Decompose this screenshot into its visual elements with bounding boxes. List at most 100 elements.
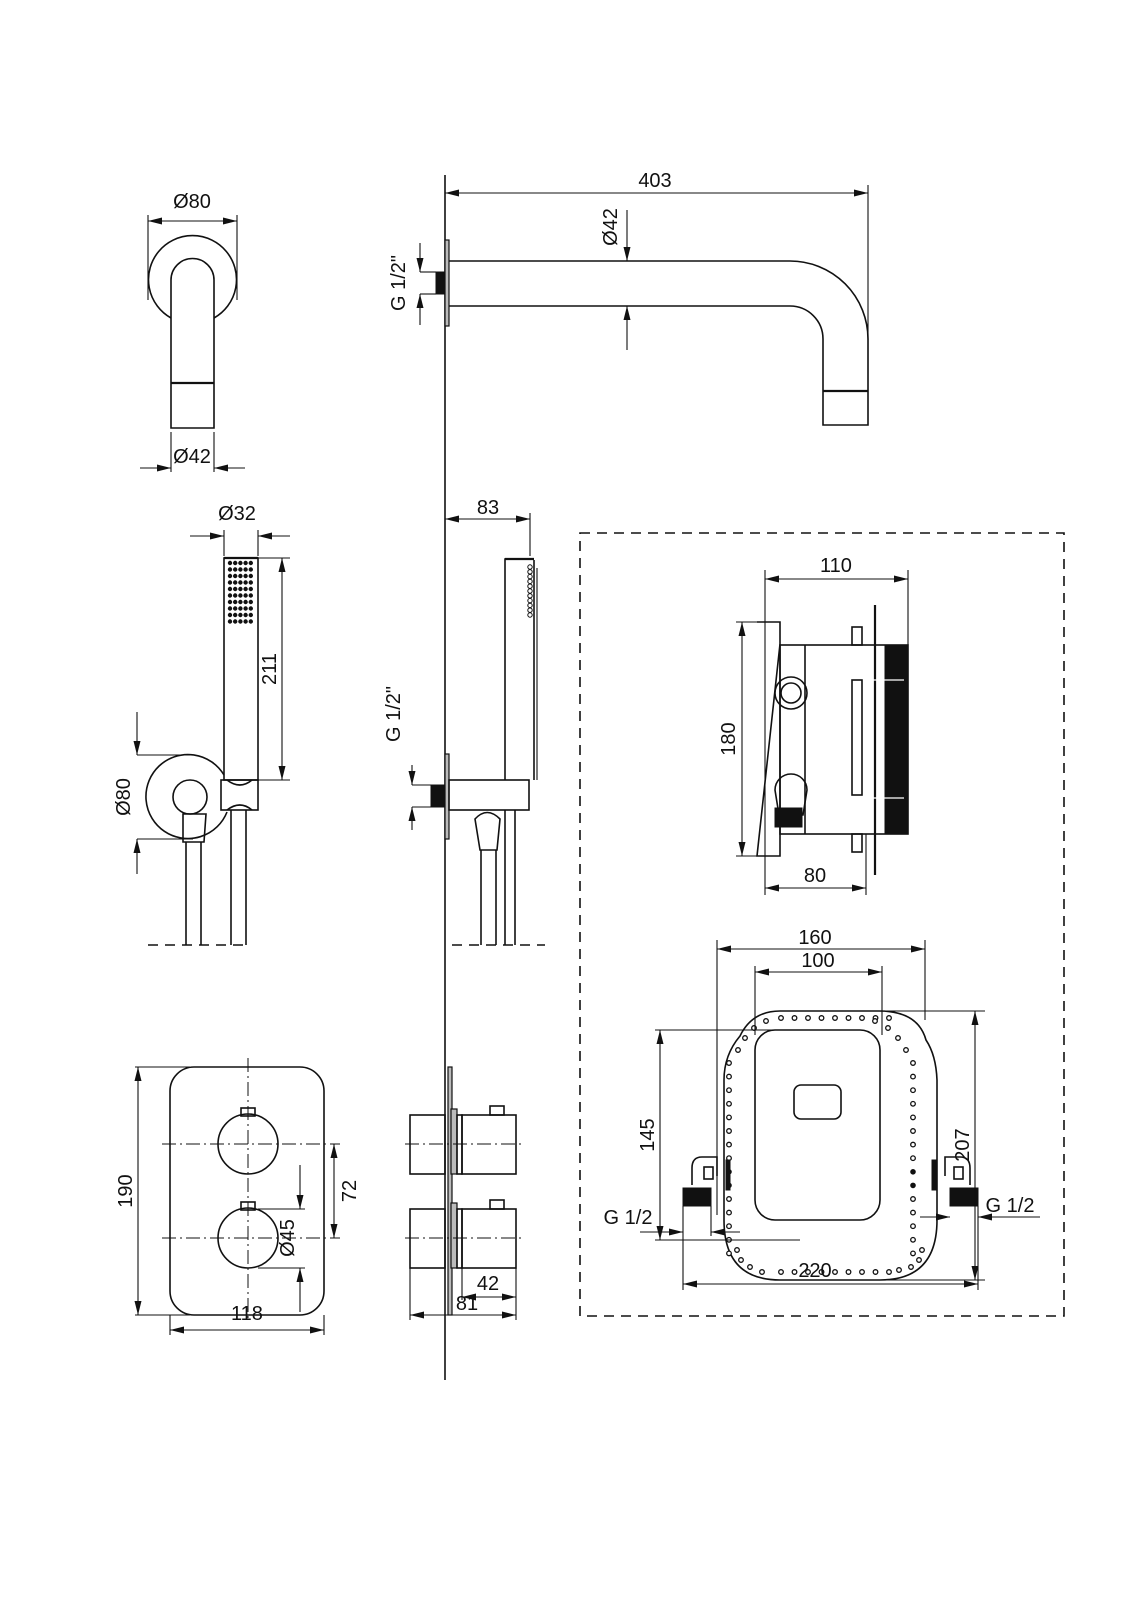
upper-knob-marker-side bbox=[489, 1105, 505, 1116]
spout-front-view: Ø80 Ø42 bbox=[140, 191, 245, 472]
dim-inner-height: 145 bbox=[637, 1118, 659, 1151]
nozzle-dot bbox=[248, 586, 253, 592]
nozzle-dot bbox=[243, 586, 248, 592]
body-port-lower bbox=[774, 773, 808, 816]
nozzle-dot bbox=[527, 607, 533, 613]
dim-spout-pipe-diameter: Ø42 bbox=[600, 208, 622, 246]
nozzle-dot bbox=[227, 599, 233, 605]
nozzle-dot bbox=[527, 573, 533, 580]
body-tab bbox=[851, 833, 863, 853]
body-port-fitting bbox=[774, 807, 803, 828]
frame-hole bbox=[910, 1087, 916, 1094]
nozzle-dot bbox=[243, 593, 248, 598]
frame-hole bbox=[726, 1196, 732, 1202]
frame-hole bbox=[886, 1269, 892, 1275]
mixer-side-view: 42 81 bbox=[405, 1066, 524, 1320]
frame-hole bbox=[910, 1141, 916, 1148]
frame-hole bbox=[818, 1015, 825, 1021]
frame-hole bbox=[859, 1015, 865, 1021]
dim-body-width: 110 bbox=[820, 555, 852, 577]
frame-hole bbox=[859, 1269, 865, 1275]
nozzle-dot bbox=[227, 580, 233, 585]
frame-hole bbox=[872, 1018, 878, 1024]
dim-left-inlet: G 1/2 bbox=[604, 1207, 653, 1229]
frame-hole bbox=[910, 1182, 916, 1189]
frame-hole bbox=[845, 1015, 852, 1021]
frame-hole bbox=[759, 1269, 765, 1275]
knob-spacer bbox=[450, 1202, 458, 1269]
body-side-view: 110 180 80 bbox=[718, 555, 909, 895]
frame-hole bbox=[726, 1060, 732, 1066]
dim-knob-diameter: Ø45 bbox=[277, 1219, 299, 1257]
frame-hole bbox=[910, 1250, 916, 1257]
nozzle-dot bbox=[238, 573, 243, 579]
dim-spout-flange-diameter: Ø80 bbox=[173, 191, 211, 213]
outlet-holder-block bbox=[448, 779, 530, 811]
nozzle-dot bbox=[227, 573, 233, 579]
frame-hole bbox=[919, 1247, 925, 1253]
frame-hole bbox=[903, 1047, 909, 1053]
mixer-front-view: 190 118 72 Ø45 bbox=[115, 1058, 361, 1335]
nozzle-dot bbox=[233, 586, 238, 592]
frame-hole bbox=[872, 1269, 879, 1275]
dim-mixer-height: 190 bbox=[115, 1174, 137, 1207]
knob-spacer bbox=[450, 1108, 458, 1175]
nozzle-dot bbox=[238, 599, 243, 605]
body-inner-cover bbox=[754, 1029, 881, 1221]
frame-hole bbox=[886, 1015, 892, 1021]
side-nozzle-column bbox=[527, 564, 533, 618]
left-bracket bbox=[691, 1156, 718, 1185]
dim-total-depth: 81 bbox=[456, 1293, 478, 1315]
frame-hole bbox=[726, 1100, 732, 1107]
nozzle-dot bbox=[527, 612, 533, 618]
body-port-nut bbox=[780, 682, 802, 704]
frame-hole bbox=[735, 1047, 741, 1053]
nozzle-dot bbox=[227, 567, 233, 572]
hose-nut bbox=[474, 811, 501, 851]
hand-shower-side-view: 83 G 1/2" bbox=[383, 497, 545, 946]
frame-hole bbox=[726, 1114, 732, 1121]
outlet-connector bbox=[430, 784, 446, 808]
holder-notch bbox=[226, 779, 253, 786]
hand-shower-handle bbox=[223, 557, 259, 781]
nozzle-dot bbox=[248, 619, 253, 624]
frame-hole bbox=[910, 1169, 916, 1175]
right-inlet-fitting bbox=[949, 1187, 979, 1207]
frame-hole bbox=[726, 1073, 732, 1080]
dim-spout-outlet-diameter: Ø42 bbox=[173, 446, 211, 468]
mixer-side-plate bbox=[447, 1066, 453, 1316]
frame-side-tab bbox=[931, 1159, 937, 1191]
nozzle-dot bbox=[527, 593, 533, 599]
nozzle-dot bbox=[233, 567, 238, 572]
dim-inlet-spacing: 220 bbox=[798, 1260, 831, 1282]
nozzle-dot bbox=[233, 580, 238, 585]
shower-holder bbox=[220, 779, 259, 811]
nozzle-dot bbox=[233, 612, 238, 618]
dim-mixer-width: 118 bbox=[231, 1303, 263, 1325]
frame-hole bbox=[832, 1015, 838, 1021]
nozzle-dot bbox=[243, 560, 248, 566]
nozzle-dot bbox=[527, 578, 533, 585]
nozzle-dot bbox=[243, 619, 248, 624]
mixer-plate bbox=[169, 1066, 325, 1316]
frame-hole bbox=[896, 1267, 902, 1273]
dim-spout-projection: 403 bbox=[638, 170, 671, 192]
nozzle-dot bbox=[233, 573, 238, 579]
nozzle-dot bbox=[248, 599, 253, 605]
dim-right-inlet: G 1/2 bbox=[986, 1195, 1035, 1217]
nozzle-dot bbox=[227, 560, 233, 566]
nozzle-dot bbox=[248, 612, 253, 618]
nozzle-dot bbox=[233, 606, 238, 611]
nozzle-dot bbox=[248, 580, 253, 585]
frame-hole bbox=[742, 1035, 748, 1041]
frame-hole bbox=[763, 1018, 769, 1024]
nozzle-dot bbox=[243, 580, 248, 585]
dim-outer-width: 160 bbox=[798, 927, 831, 949]
right-bracket bbox=[944, 1156, 971, 1185]
nozzle-dot bbox=[227, 606, 233, 611]
dim-outer-height: 207 bbox=[952, 1128, 974, 1161]
nozzle-dot bbox=[238, 586, 243, 592]
frame-hole bbox=[818, 1269, 825, 1275]
frame-hole bbox=[910, 1196, 916, 1202]
nozzle-dot bbox=[233, 599, 238, 605]
